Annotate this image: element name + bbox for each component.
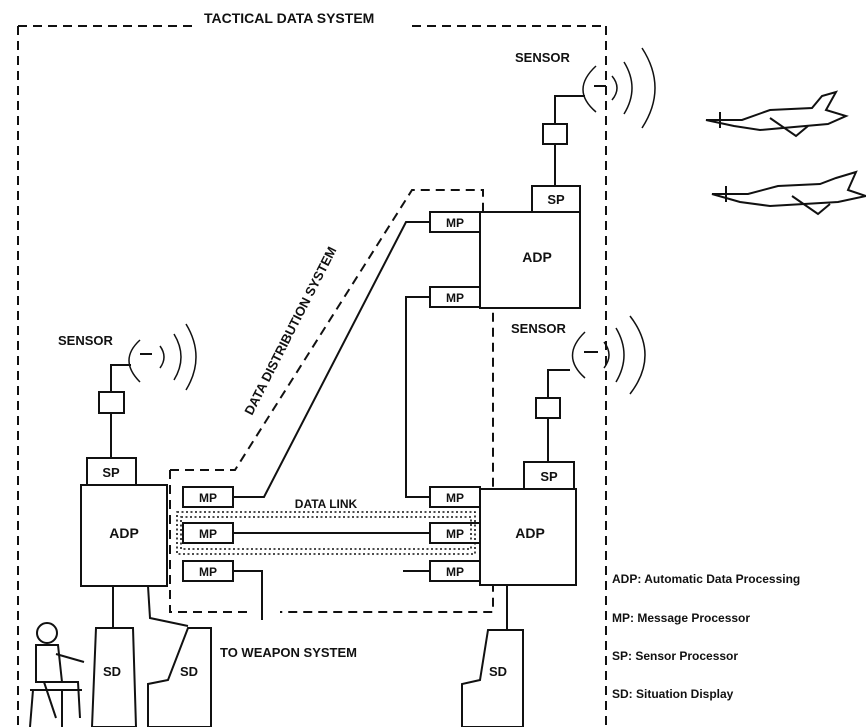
top-right-station: SENSOR SP ADP MP MP	[430, 48, 655, 308]
situation-display-2: SD	[148, 628, 211, 727]
aircraft-2-icon	[712, 172, 866, 214]
right-sp-label: SP	[540, 469, 558, 484]
top-sensor-label: SENSOR	[515, 50, 571, 65]
top-adp-label: ADP	[522, 249, 552, 265]
right-mp-2-label: MP	[446, 527, 464, 541]
legend-item-sd: SD: Situation Display	[612, 687, 734, 701]
left-sensor-interface	[99, 392, 124, 413]
legend-item-adp: ADP: Automatic Data Processing	[612, 572, 800, 586]
legend-item-sp: SP: Sensor Processor	[612, 649, 738, 663]
top-mp-2-label: MP	[446, 291, 464, 305]
tactical-data-system-boundary	[18, 26, 606, 727]
legend-item-mp: MP: Message Processor	[612, 611, 750, 625]
data-distribution-label: DATA DISTRIBUTION SYSTEM	[241, 244, 339, 417]
left-mp-3-label: MP	[199, 565, 217, 579]
weapon-link	[233, 571, 262, 620]
left-mp-2-label: MP	[199, 527, 217, 541]
left-sensor-label: SENSOR	[58, 333, 114, 348]
weapon-system-label: TO WEAPON SYSTEM	[220, 645, 357, 660]
situation-display-3: SD	[462, 630, 523, 727]
situation-display-1: SD	[92, 628, 136, 727]
operator-figure	[30, 623, 84, 727]
right-mp-1-label: MP	[446, 491, 464, 505]
right-adp-label: ADP	[515, 525, 545, 541]
right-sensor-label: SENSOR	[511, 321, 567, 336]
top-mp-1-label: MP	[446, 216, 464, 230]
sd-2-label: SD	[180, 664, 198, 679]
top-sensor-dish-icon	[583, 66, 596, 112]
right-sensor-dish-icon	[573, 332, 586, 378]
left-sp-label: SP	[102, 465, 120, 480]
data-link-label: DATA LINK	[295, 497, 358, 511]
aircraft-1-icon	[706, 92, 846, 136]
right-sensor-interface	[536, 398, 560, 418]
right-station: SENSOR SP ADP	[480, 316, 645, 585]
left-mp-1-label: MP	[199, 491, 217, 505]
legend: ADP: Automatic Data Processing MP: Messa…	[612, 572, 800, 701]
sd-3-label: SD	[489, 664, 507, 679]
top-sp-label: SP	[547, 192, 565, 207]
left-sensor-dish-icon	[129, 340, 140, 382]
sd-1-label: SD	[103, 664, 121, 679]
top-sensor-interface	[543, 124, 567, 144]
left-adp-label: ADP	[109, 525, 139, 541]
system-title: TACTICAL DATA SYSTEM	[204, 10, 374, 26]
right-mp-3-label: MP	[446, 565, 464, 579]
left-station: SENSOR SP ADP	[58, 324, 196, 586]
link-top-to-right	[406, 297, 430, 497]
